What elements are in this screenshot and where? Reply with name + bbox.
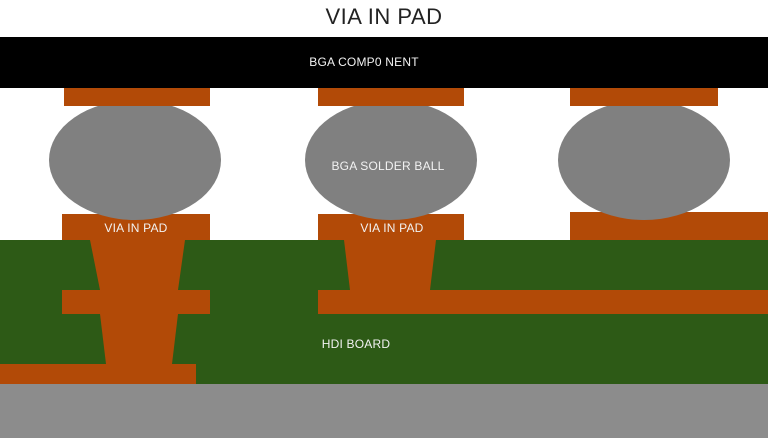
bga-component [0, 37, 768, 88]
base-layer [0, 384, 768, 438]
via-in-pad-label-center: VIA IN PAD [360, 221, 424, 235]
via-in-pad-label-left: VIA IN PAD [104, 221, 168, 235]
bottom-trace-left [0, 364, 196, 384]
solder-balls [49, 100, 730, 220]
inner-trace-left [62, 290, 210, 314]
component-pad-center [318, 88, 464, 106]
inner-trace-center [318, 290, 768, 314]
solder-ball-center [305, 100, 477, 220]
diagram-title: VIA IN PAD [325, 4, 443, 29]
solder-ball-label: BGA SOLDER BALL [331, 159, 445, 173]
solder-ball-left [49, 100, 221, 220]
hdi-board-label: HDI BOARD [321, 337, 391, 351]
via-barrel-left [90, 240, 185, 290]
via-center [318, 214, 768, 314]
via-barrel-center [344, 240, 436, 290]
solder-ball-right [558, 100, 730, 220]
component-label: BGA COMP0 NENT [309, 55, 419, 69]
component-pads [64, 88, 718, 106]
via-lower-barrel-left [100, 314, 178, 364]
component-pad-right [570, 88, 718, 106]
component-pad-left [64, 88, 210, 106]
